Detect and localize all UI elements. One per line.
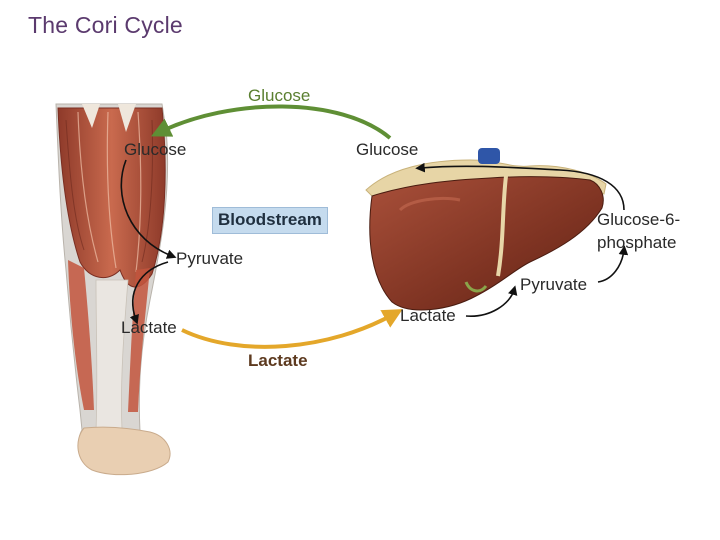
label-glucose-top: Glucose — [248, 86, 311, 105]
muscle-glucose-to-pyruvate-arrow — [120, 159, 177, 259]
label-pyruvate-liver: Pyruvate — [520, 275, 588, 294]
label-g6p-line1: Glucose-6- — [597, 210, 681, 229]
label-glucose-liver: Glucose — [356, 140, 419, 159]
label-pyruvate-muscle: Pyruvate — [176, 249, 244, 268]
glucose-arrow — [151, 104, 392, 140]
muscle-pyruvate-to-lactate-arrow — [129, 261, 169, 325]
label-g6p-line2: phosphate — [597, 233, 677, 252]
liver-lactate-to-pyruvate-arrow — [465, 285, 518, 317]
label-lactate-muscle: Lactate — [121, 318, 177, 337]
lactate-arrow — [181, 309, 403, 349]
liver-g6p-to-glucose-arrow — [415, 162, 625, 211]
label-lactate-bottom: Lactate — [248, 351, 308, 370]
muscle-illustration — [55, 103, 171, 476]
label-glucose-muscle: Glucose — [124, 140, 187, 159]
bloodstream-label: Bloodstream — [212, 207, 328, 234]
slide-title: The Cori Cycle — [28, 12, 183, 38]
liver-pyruvate-to-g6p-arrow — [597, 245, 629, 283]
label-lactate-liver: Lactate — [400, 306, 456, 325]
